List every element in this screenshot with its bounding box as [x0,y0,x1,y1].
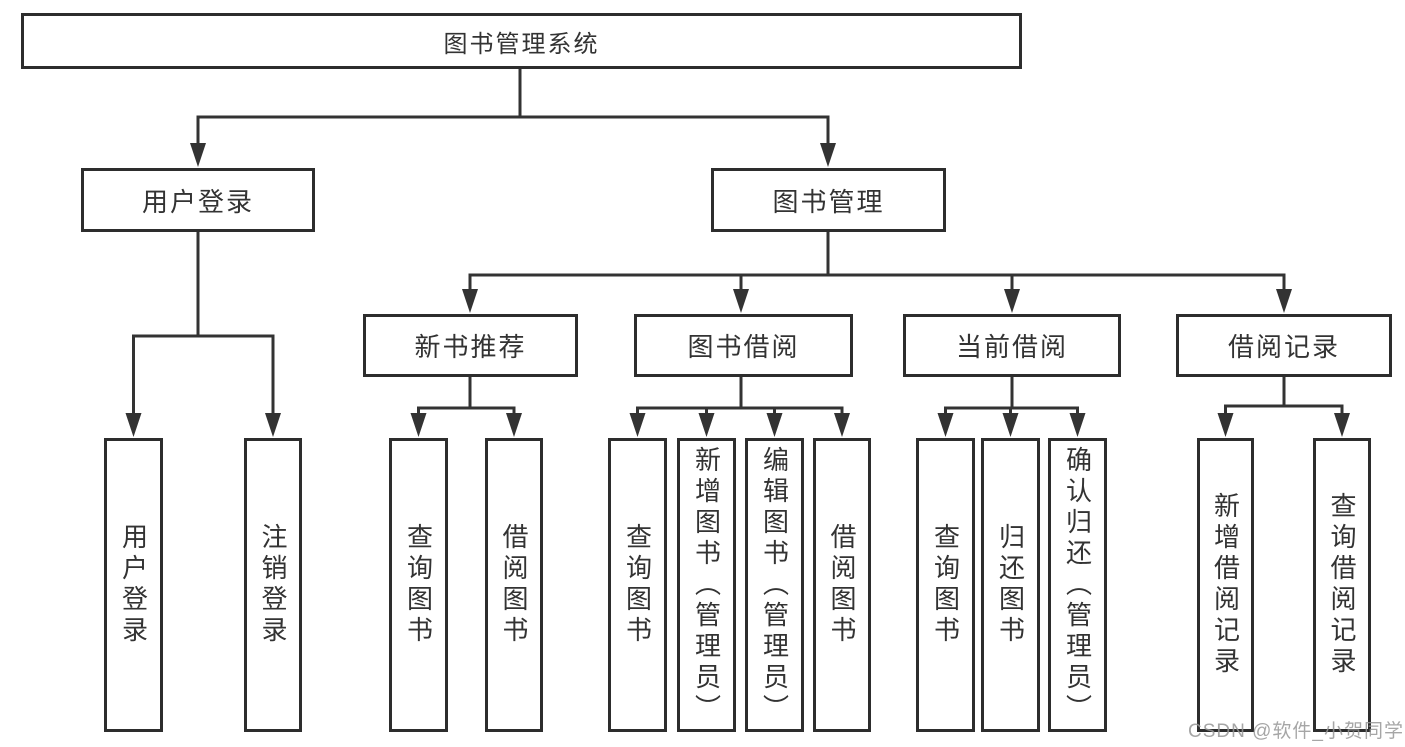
arrowhead [1217,413,1234,437]
node-rec-borrow-book-label: 借阅图书 [499,523,529,647]
node-bb-add-book-label: 新增图书（管理员） [691,445,722,725]
node-bb-borrow-book-label: 借阅图书 [827,523,857,647]
node-bb-add-book: 新增图书（管理员） [677,438,736,732]
node-borrow-records-label: 借阅记录 [1227,332,1340,362]
node-cb-return-book: 归还图书 [981,438,1040,732]
arrowhead [265,413,281,437]
node-user-login-label: 用户登录 [141,186,254,217]
arrowhead [733,289,749,313]
node-rec-query-book-label: 查询图书 [403,523,434,647]
node-logout-leaf-label: 注销登录 [258,523,288,647]
arrowhead [1004,289,1020,313]
arrowhead [820,143,836,167]
arrowhead [629,413,646,437]
arrowhead [190,143,206,167]
node-book-borrow: 图书借阅 [634,314,853,377]
node-new-book-rec-label: 新书推荐 [414,332,527,362]
arrowhead [698,413,715,437]
arrowhead [1069,413,1086,437]
arrowhead [125,413,142,437]
node-cb-confirm-return-label: 确认归还（管理员） [1062,445,1093,725]
node-root-label: 图书管理系统 [443,30,600,58]
node-cb-query-book-label: 查询图书 [930,523,961,647]
node-book-mgmt: 图书管理 [711,168,946,232]
node-borrow-records: 借阅记录 [1176,314,1392,377]
node-user-login-leaf-label: 用户登录 [118,523,149,647]
node-new-book-rec: 新书推荐 [363,314,578,377]
node-rec-query-book: 查询图书 [389,438,448,732]
watermark: CSDN @软件_小贺同学 [1188,721,1404,742]
arrowhead [766,413,783,437]
node-book-borrow-label: 图书借阅 [687,332,800,362]
node-br-add-record-label: 新增借阅记录 [1210,492,1241,678]
arrowhead [937,413,954,437]
node-logout-leaf: 注销登录 [244,438,302,732]
arrowhead [1276,289,1292,313]
arrowhead [834,413,850,437]
node-user-login-leaf: 用户登录 [104,438,163,732]
node-br-add-record: 新增借阅记录 [1197,438,1254,732]
node-current-borrow-label: 当前借阅 [955,332,1068,362]
node-bb-query-book-label: 查询图书 [622,523,653,647]
node-book-mgmt-label: 图书管理 [772,186,885,217]
arrowhead [1334,413,1350,437]
node-cb-query-book: 查询图书 [916,438,975,732]
node-br-query-record: 查询借阅记录 [1313,438,1371,732]
node-user-login: 用户登录 [81,168,315,232]
node-root: 图书管理系统 [21,13,1022,69]
arrowhead [462,289,478,313]
arrowhead [410,413,427,437]
node-bb-edit-book: 编辑图书（管理员） [745,438,804,732]
node-bb-query-book: 查询图书 [608,438,667,732]
node-cb-confirm-return: 确认归还（管理员） [1048,438,1107,732]
arrowhead [506,413,522,437]
node-br-query-record-label: 查询借阅记录 [1327,492,1357,678]
node-cb-return-book-label: 归还图书 [995,523,1026,647]
node-bb-borrow-book: 借阅图书 [813,438,871,732]
arrowhead [1002,413,1019,437]
node-current-borrow: 当前借阅 [903,314,1121,377]
node-rec-borrow-book: 借阅图书 [485,438,543,732]
node-bb-edit-book-label: 编辑图书（管理员） [759,445,790,725]
